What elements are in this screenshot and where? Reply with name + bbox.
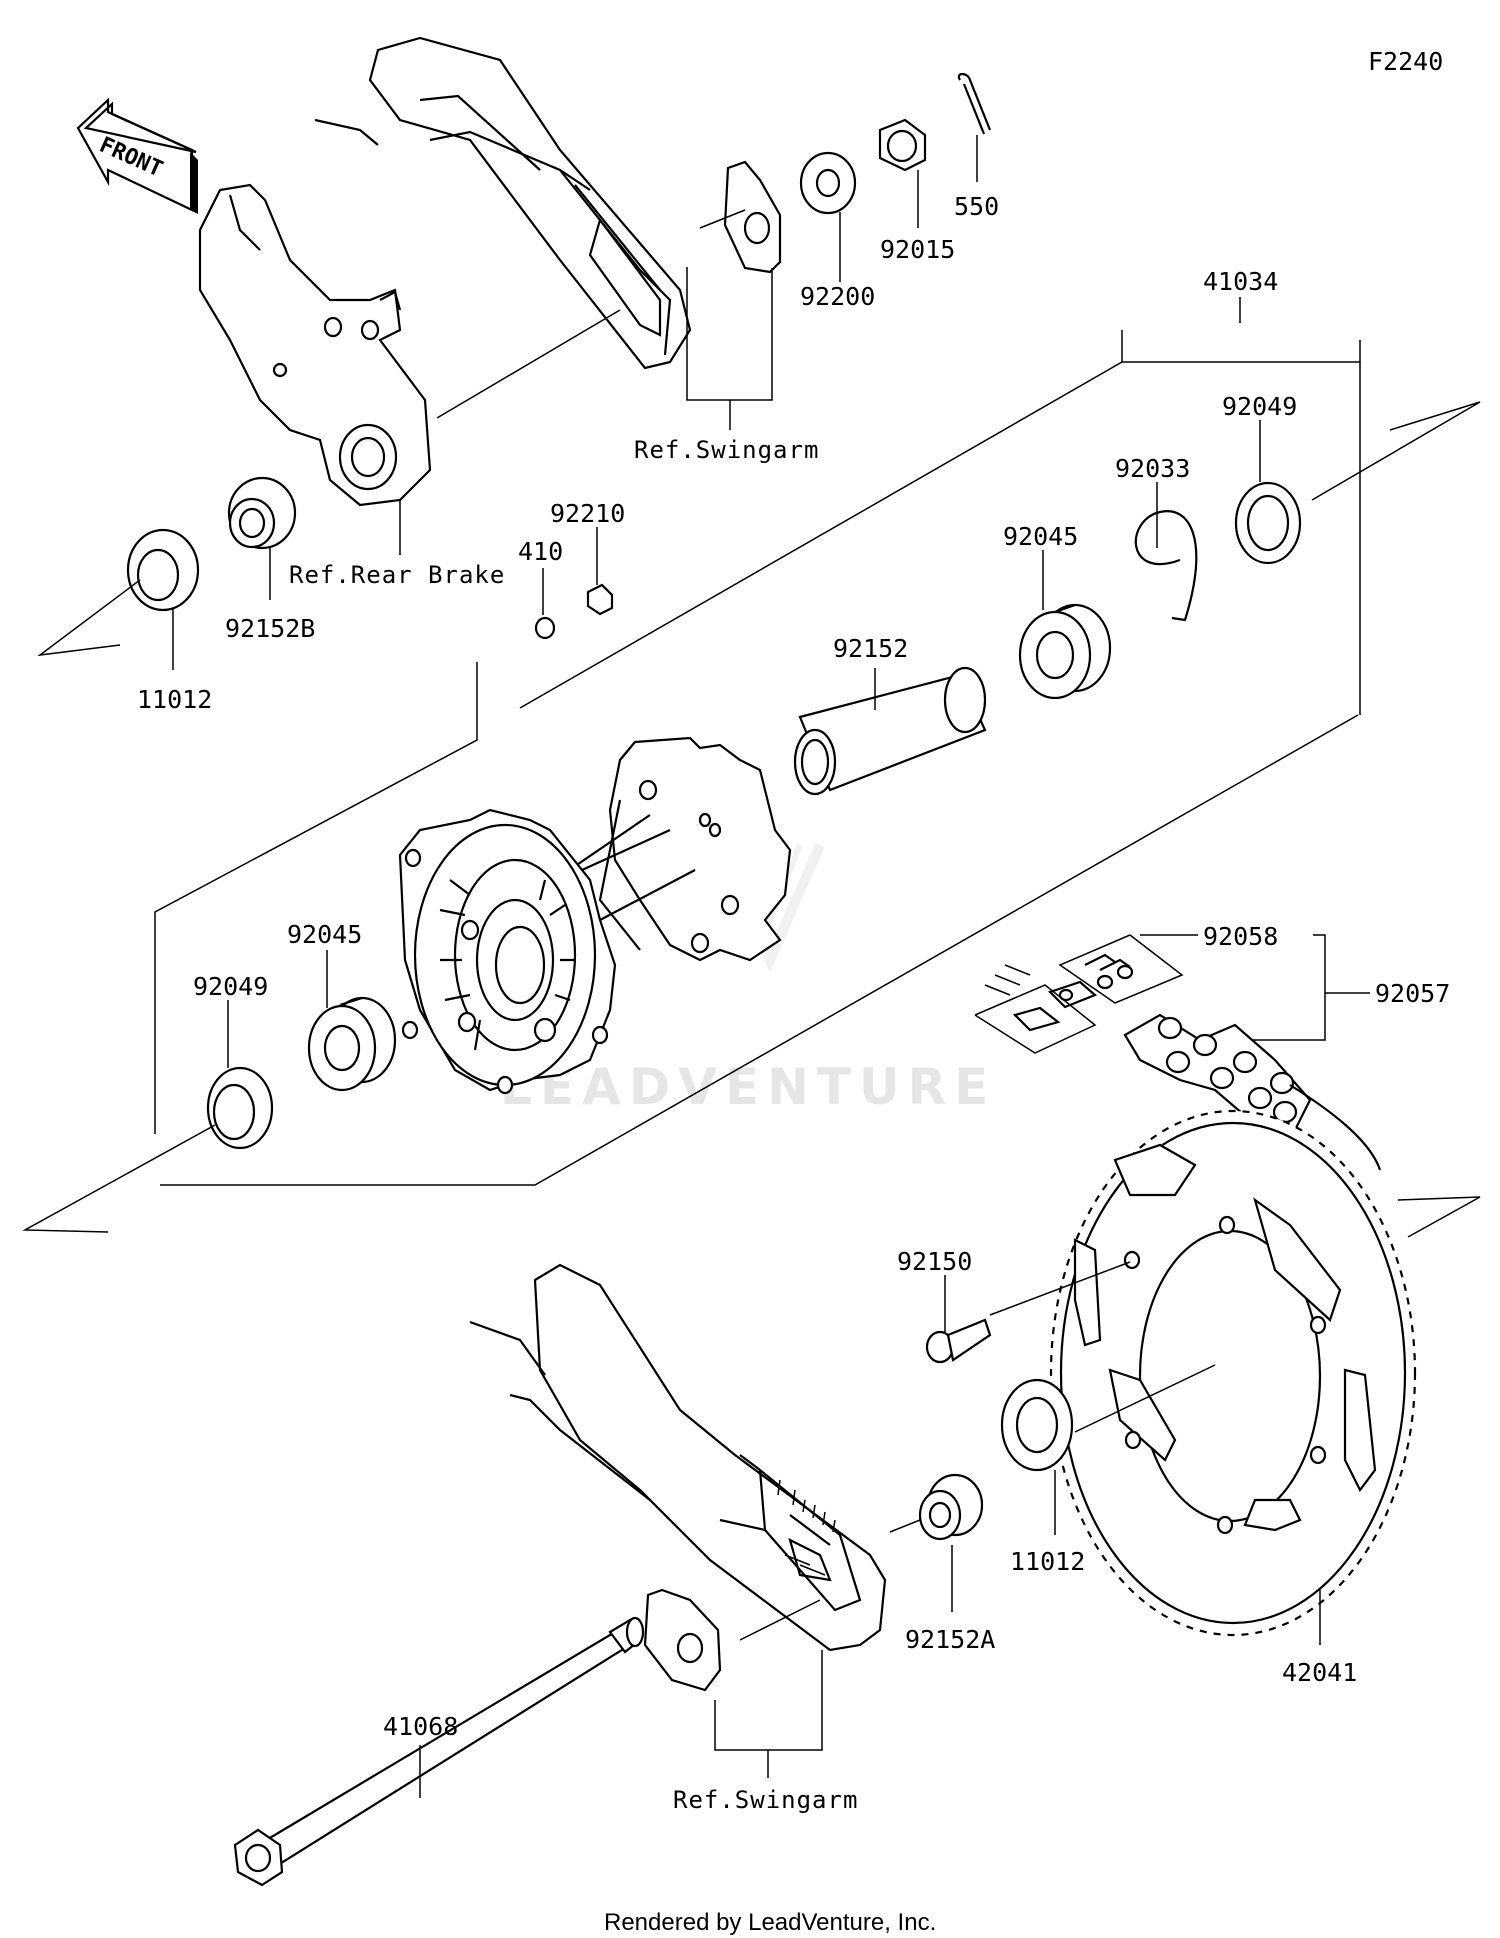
bracket-swingarm-bottom [714,1650,823,1751]
swingarm-top-plate [723,160,782,274]
part-11012-right-washer [1000,1378,1074,1472]
axis-line-right-top [1311,401,1481,501]
bracket-swingarm-top [686,267,773,401]
part-number-11012-left: 11012 [137,685,212,714]
part-number-550: 550 [954,192,999,221]
part-92200-washer [799,151,857,215]
part-number-41034: 41034 [1203,267,1278,296]
part-number-92045-left: 92045 [287,920,362,949]
rear-brake-bracket [198,183,432,507]
watermark-text: LEADVENTURE [500,1058,996,1116]
ref-swingarm-bottom: Ref.Swingarm [673,1786,858,1814]
part-number-410: 410 [518,537,563,566]
ref-rear-brake: Ref.Rear Brake [289,561,505,589]
part-number-92200: 92200 [800,282,875,311]
part-number-92057: 92057 [1375,979,1450,1008]
footer-credit: Rendered by LeadVenture, Inc. [604,1909,936,1936]
part-number-41068: 41068 [383,1712,458,1741]
frame-41034-top [519,340,1361,709]
part-11012-left-washer [126,528,200,612]
part-number-92152a: 92152A [905,1625,995,1654]
leader-plate-top [699,209,746,229]
part-number-92049-left: 92049 [193,972,268,1001]
swingarm-bottom-plate [643,1588,722,1692]
part-number-92210: 92210 [550,499,625,528]
part-number-92152b: 92152B [225,614,315,643]
axis-line-92152a [889,1519,921,1533]
axis-line-left-top [37,579,141,657]
part-42041-sprocket [1049,1109,1417,1637]
part-410-washer [534,616,556,640]
part-92152a-collar [918,1473,984,1541]
part-92033-circlip [1134,510,1198,622]
part-92150-bolt [925,1318,992,1364]
part-92152b-collar [227,476,297,550]
leader-plate-bottom [739,1599,821,1641]
part-number-92152: 92152 [833,634,908,663]
frame-41034-bottom [160,714,1359,1186]
axis-line-92150 [989,1261,1131,1316]
part-41068-axle [233,1616,645,1887]
front-arrow-icon: FRONT [76,97,198,214]
axis-line-right-bottom [1397,1196,1481,1238]
part-92210-nut [586,583,614,616]
swingarm-bottom-outline [469,1263,887,1652]
frame-41034-left [154,662,478,1134]
part-number-92015: 92015 [880,235,955,264]
part-92058-master-link [974,934,1184,1054]
rear-hub [398,736,792,1095]
part-number-42041: 42041 [1282,1658,1357,1687]
part-number-92058: 92058 [1203,922,1278,951]
part-92049-right-seal [1234,481,1302,565]
axis-line-sprocket [1074,1364,1216,1433]
part-92045-left-bearing [307,996,397,1092]
part-number-92045-right: 92045 [1003,522,1078,551]
part-number-11012-right: 11012 [1010,1547,1085,1576]
leader-axle-top [436,309,621,419]
bracket-92057 [1195,934,1326,1041]
swingarm-top-outline [314,36,692,370]
part-number-92150: 92150 [897,1247,972,1276]
part-92015-nut [878,118,927,172]
figure-code: F2240 [1368,47,1443,76]
ref-swingarm-top: Ref.Swingarm [634,436,819,464]
part-92045-right-bearing [1018,603,1112,700]
part-number-92033: 92033 [1115,454,1190,483]
part-550-cotter-pin [957,72,992,135]
part-92049-left-seal [206,1066,274,1150]
axis-line-left-bottom [22,1124,216,1233]
part-92152-spacer-tube [793,666,987,796]
part-number-92049-right: 92049 [1222,392,1297,421]
